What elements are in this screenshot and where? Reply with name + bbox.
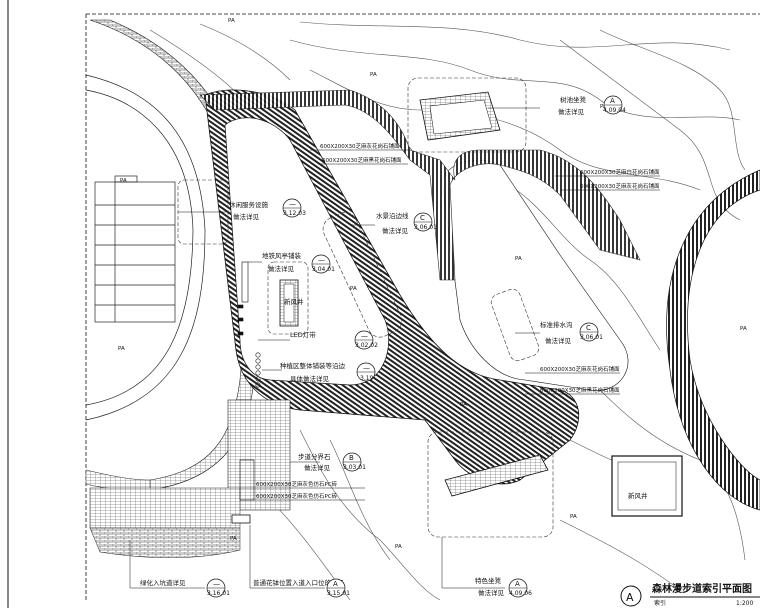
hatched-walkway [199,89,641,485]
callout-c5[interactable]: 标准排水沟 做法详见 C 3.06.01 [515,320,603,345]
callout-letter: A [610,97,615,105]
callout-letter: — [363,364,370,372]
callout-sheet: 3.12.03 [283,210,306,217]
material-label: 600X200X30芝麻灰花岗石铺面 [320,142,400,150]
callout-letter: A [515,580,520,588]
callout-c10[interactable]: 普通花钵位置入道入口位的导示 A 3.15.01 [249,525,350,598]
pa-label: PA [228,18,235,24]
callout-line2: 做法详见 [382,226,409,235]
pa-label: PA [118,346,125,352]
material-label: 600X200X30芝麻灰花岗石铺面 [540,365,620,373]
pa-label: PA [460,402,467,408]
callout-sheet: 3.16.01 [207,590,230,597]
vent-shaft-small [279,279,299,327]
tree-planter-top [407,77,527,153]
drawing-frame [7,0,760,608]
callout-line1: 步道分界石 [298,452,331,461]
pa-labels: PA PA PA PA PA PA PA PA PA PA PA PA [118,18,747,550]
callout-letter: A [333,580,338,588]
pa-label: PA [570,514,577,520]
callout-letter: — [318,256,325,264]
callout-sheet: 4.09.04 [603,107,626,114]
callout-line1: 地铁风亭铺装 [262,251,302,260]
title-sub-label: 索引 [654,599,666,607]
callout-c8[interactable]: 步道分界石 做法详见 B 3.03.01 [290,452,366,472]
material-label: 600X200X30芝麻灰色仿石PC砖 [256,480,338,488]
callout-c9[interactable]: 绿化入坑道详见 — 3.16.01 [129,540,230,598]
material-labels: 600X200X30芝麻灰花岗石铺面 600X200X30芝麻黑花岗石铺面 60… [256,142,660,500]
callout-c6[interactable]: LED灯带 — 3.02.02 [258,330,378,350]
callout-line2: 做法详见 [545,336,572,345]
callout-c2[interactable]: 休闲服务设施 做法详见 — 3.12.03 [178,198,306,221]
drawing-title: 森林漫步道索引平面图 [651,582,752,595]
fresh-air-shaft: 新风井 [611,455,683,517]
plaza-paving [89,399,291,558]
callout-letter: C [586,324,591,332]
callout-sheet: 3.03.01 [343,464,366,471]
callout-sheet: 3.02.02 [355,342,378,349]
material-label: 600X200X30芝麻白花岗石铺面 [580,168,660,176]
vent-label: 新风井 [628,491,648,500]
callout-line1: 种植区整体铺装等沿边 [280,361,346,370]
index-boundaries [177,179,540,362]
callout-line1: 普通花钵位置入道入口位的导示 [253,578,345,587]
callout-c11[interactable]: 特色坐凳 做法详见 A 4.09.06 [441,537,532,598]
material-label: 600X200X30芝麻灰色仿石PC砖 [256,492,338,500]
callout-letter: — [289,200,296,208]
feature-bench-bottom [427,431,554,538]
callout-letter: C [420,214,425,222]
callout-c7[interactable]: 种植区整体铺装等沿边 具体做法详见 — 3.19 [262,361,376,383]
pa-label: PA [230,536,237,542]
pa-label: PA [370,72,377,78]
callout-line1: 树池坐凳 [560,95,587,104]
material-label: 600X200X30芝麻黑花岗石铺面 [322,156,402,164]
callout-line1: LED灯带 [290,330,316,339]
pa-label: PA [350,286,357,292]
callout-line1: 绿化入坑道详见 [140,578,186,587]
callout-line2: 做法详见 [268,264,295,273]
callout-line1: 标准排水沟 [540,320,573,329]
pa-label: PA [120,178,127,184]
material-leaders [240,149,660,501]
callout-sheet: 3.15.01 [327,590,350,597]
callout-line2: 做法详见 [478,588,505,597]
callout-line1: 休闲服务设施 [229,200,269,209]
callout-c3[interactable]: 水景沿边线 做法详见 C 3.06.01 [350,211,437,235]
callout-sheet: 3.04.01 [312,266,335,273]
vent-label: 新风井 [284,297,304,306]
title-circle-letter: A [626,591,634,604]
sports-court [85,74,206,421]
title-block: A 森林漫步道索引平面图 索引 1:200 [620,582,760,607]
material-label: 600X200X30芝麻灰花岗石铺面 [580,182,660,190]
callout-line1: 特色坐凳 [475,576,502,585]
pa-label: PA [740,326,747,332]
callout-sheet: 3.06.01 [414,224,437,231]
material-label: 600X200X30芝麻黑花岗石铺面 [540,386,620,394]
pa-label: PA [395,544,402,550]
callout-c4[interactable]: 地铁风亭铺装 做法详见 — 3.04.01 新风井 [248,251,335,306]
callout-letter: — [213,580,220,588]
callout-line2: 做法详见 [304,463,331,472]
callout-line1: 水景沿边线 [376,211,409,220]
pa-label: PA [515,256,522,262]
light-fixtures [237,261,261,388]
drawing-scale: 1:200 [736,600,753,607]
callout-sheet: 4.09.06 [509,590,532,597]
callout-sheet: 3.19 [360,375,374,382]
callout-letter: — [361,332,368,340]
callout-line2: 具体做法详见 [290,374,330,383]
pa-label: PA [600,104,607,110]
callout-c1[interactable]: 树池坐凳 做法详见 A 4.09.04 [488,95,626,116]
callout-letter: B [349,454,354,462]
callout-sheet: 3.06.01 [580,334,603,341]
callout-line2: 做法详见 [558,107,585,116]
callout-line2: 做法详见 [233,212,260,221]
